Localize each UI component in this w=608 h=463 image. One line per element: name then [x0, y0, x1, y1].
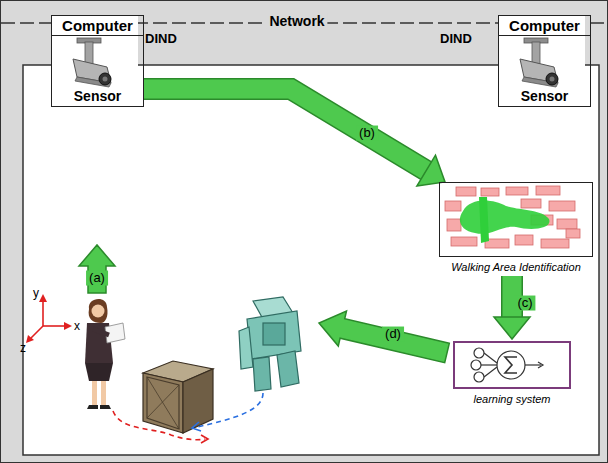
walking-area-image — [439, 182, 585, 257]
figure-frame — [453, 341, 571, 389]
step-label: (b) — [356, 126, 378, 141]
arrow-body — [144, 89, 427, 171]
arrow-head — [494, 317, 530, 339]
room-area — [23, 65, 599, 455]
axis-label: y — [30, 287, 42, 301]
camera-icon — [73, 38, 111, 87]
axes-symbol — [26, 294, 72, 343]
axis-label: x — [71, 320, 83, 334]
camera-icon — [520, 38, 558, 87]
host-label: DIND — [437, 32, 475, 47]
box-title: Sensor — [52, 88, 143, 106]
neuron-icon — [453, 341, 563, 389]
host-label: DIND — [142, 32, 180, 47]
step-label: (d) — [382, 327, 404, 342]
step-label: (c) — [514, 296, 535, 311]
person-path — [113, 411, 205, 440]
flow-arrow — [79, 245, 115, 293]
robot-figure — [239, 297, 301, 391]
person-figure — [85, 299, 125, 409]
computer-sensor-box: ComputerSensor — [498, 15, 591, 107]
box-title: Computer — [52, 16, 143, 36]
robot-path — [197, 393, 263, 427]
network-label: Network — [266, 13, 327, 29]
figure-caption: learning system — [453, 389, 571, 406]
arrow-outline — [144, 89, 427, 171]
box-title: Computer — [499, 16, 590, 36]
process-figure: learning system — [453, 341, 571, 406]
step-label: (a) — [86, 271, 108, 286]
process-figure: Walking Area Identification — [439, 182, 593, 274]
axis-label: z — [17, 342, 29, 356]
computer-sensor-box: ComputerSensor — [51, 15, 144, 107]
flow-arrow — [319, 311, 449, 363]
flow-arrow — [144, 89, 445, 186]
figure-frame — [439, 182, 593, 257]
figure-caption: Walking Area Identification — [439, 257, 593, 274]
box-title: Sensor — [499, 88, 590, 106]
crate-box — [143, 361, 213, 433]
